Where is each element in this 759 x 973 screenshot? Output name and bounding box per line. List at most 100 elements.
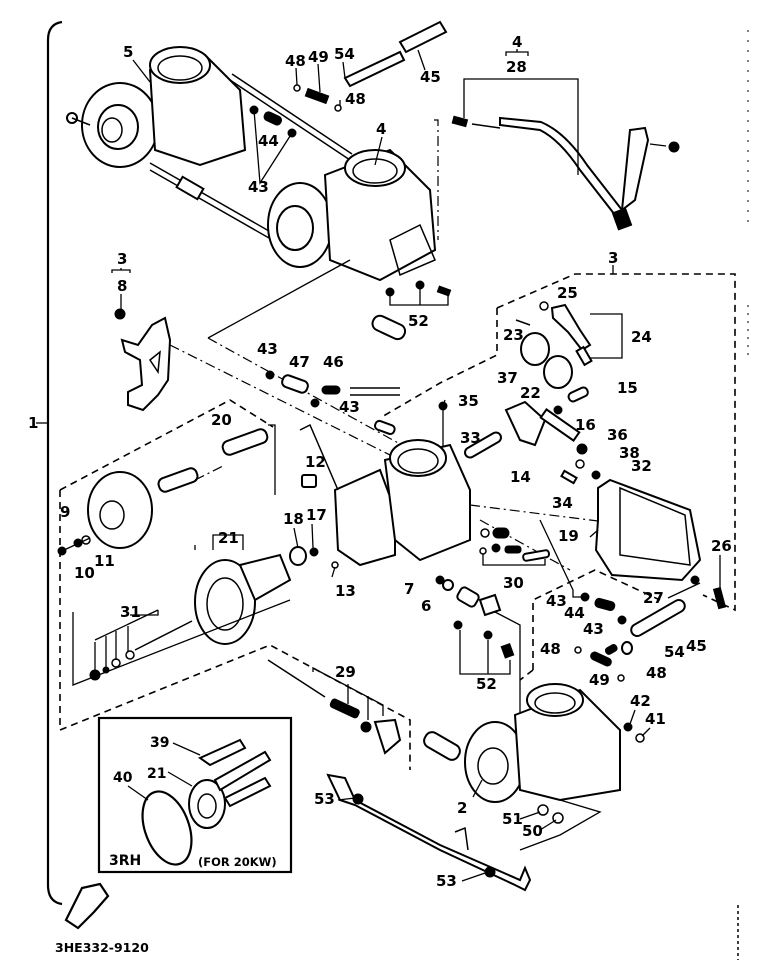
left-dashed-outline-lower	[59, 490, 411, 770]
callout: 48	[646, 664, 667, 682]
callout: 44	[564, 604, 585, 622]
callout: 42	[630, 692, 651, 710]
callout: 5	[123, 43, 133, 61]
inset-callout-21: 21	[147, 766, 166, 782]
parts-22-25	[515, 301, 623, 389]
callout: 34	[552, 494, 573, 512]
callout: 54	[664, 643, 685, 661]
parts-45-48-49-54-lower	[574, 599, 686, 682]
callout: 10	[74, 564, 95, 582]
callout: 45	[686, 637, 707, 655]
diaphragm-cover	[87, 471, 153, 549]
callout: 12	[305, 453, 326, 471]
parts-26-27	[690, 575, 727, 610]
parts-52-upper	[385, 280, 452, 306]
cable-dashline	[434, 119, 439, 240]
callout: 51	[502, 810, 523, 828]
front-arrow-icon	[64, 882, 110, 930]
callout: 24	[631, 328, 652, 346]
parts-48-49-54-upper	[293, 20, 448, 112]
callout: 36	[607, 426, 628, 444]
callout: 17	[306, 506, 327, 524]
callout: 9	[60, 503, 70, 521]
carburetor-center	[299, 419, 471, 567]
parts-52-lower	[453, 593, 521, 720]
needle-set-31	[72, 599, 291, 686]
parts-17-18	[289, 546, 339, 569]
callout: 25	[557, 284, 578, 302]
parts-30	[479, 527, 551, 566]
callout: 43	[546, 592, 567, 610]
callout: 49	[308, 48, 329, 66]
piston-21	[194, 534, 292, 645]
callout: 20	[211, 411, 232, 429]
callout: 7	[404, 580, 414, 598]
callout: 29	[335, 663, 356, 681]
parts-9-10-11	[57, 535, 91, 556]
callout: 48	[345, 90, 366, 108]
callout: 46	[323, 353, 344, 371]
linkage-bar-53	[326, 773, 532, 892]
carburetor-4	[267, 148, 437, 282]
callout-28: 28	[506, 58, 527, 76]
callout: 30	[503, 574, 524, 592]
callout: 45	[420, 68, 441, 86]
spring-20	[157, 424, 276, 495]
callout: 16	[575, 416, 596, 434]
parts-43-46-47-mid	[265, 370, 400, 408]
callout: 2	[457, 799, 467, 817]
inset-note: (FOR 20KW)	[198, 855, 277, 869]
parts-43-44-lower	[539, 519, 627, 625]
callout: 13	[335, 582, 356, 600]
callout: 38	[619, 444, 640, 462]
callout: 48	[285, 52, 306, 70]
carburetor-2	[423, 683, 645, 851]
callout: 35	[458, 392, 479, 410]
group-3-dashed-outline-left	[379, 308, 498, 419]
callout: 43	[339, 398, 360, 416]
callout: 31	[120, 603, 141, 621]
callout: 44	[258, 132, 279, 150]
callout: 19	[558, 527, 579, 545]
callout: 33	[460, 429, 481, 447]
callout-assembly: 1	[28, 414, 38, 432]
callout: 14	[510, 468, 531, 486]
callout: 32	[631, 457, 652, 475]
alignment-lines	[169, 259, 631, 571]
callout: 11	[94, 552, 115, 570]
page-edge-marks	[737, 30, 749, 960]
callout: 18	[283, 510, 304, 528]
linkage-shaft-top	[149, 73, 353, 251]
callout: 26	[711, 537, 732, 555]
callout: 52	[476, 675, 497, 693]
callout: 27	[643, 589, 664, 607]
idle-screw-set-29	[267, 659, 402, 755]
left-dashed-outline	[59, 399, 274, 491]
inset-callout-39: 39	[150, 735, 169, 751]
callout: 41	[645, 710, 666, 728]
callout: 21	[218, 529, 239, 547]
inset-model-label: 3RH	[109, 853, 141, 869]
callout: 22	[520, 384, 541, 402]
parts-14-15-16-37	[504, 386, 589, 447]
parts-32-38	[438, 401, 601, 485]
group-3-dashed-outline	[496, 273, 736, 612]
callout: 53	[314, 790, 335, 808]
callout: 52	[408, 312, 429, 330]
callout: 6	[421, 597, 431, 615]
parts-6-7	[435, 575, 480, 608]
lower-right-dashed-tail	[519, 669, 534, 681]
callout-8: 8	[117, 277, 127, 295]
callout: 49	[589, 671, 610, 689]
callout: 37	[497, 369, 518, 387]
callout: 43	[583, 620, 604, 638]
inset-3rh	[97, 716, 293, 874]
callout: 43	[257, 340, 278, 358]
sleeve-part	[371, 314, 407, 341]
callout: 50	[522, 822, 543, 840]
callout: 15	[617, 379, 638, 397]
callout: 48	[540, 640, 561, 658]
lower-right-dashed-outline	[532, 569, 661, 670]
callout: 23	[503, 326, 524, 344]
